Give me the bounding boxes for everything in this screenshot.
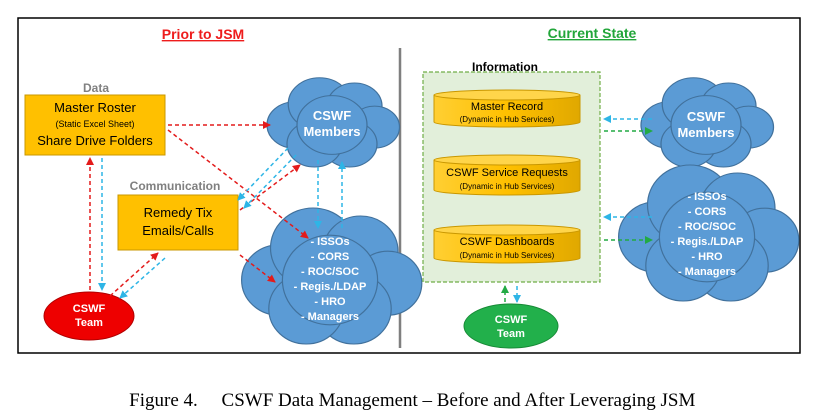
share-drive-label: Share Drive Folders xyxy=(37,133,153,148)
information-label: Information xyxy=(472,60,538,74)
members-cloud-left: CSWF Members xyxy=(266,77,401,168)
figure-caption-text: CSWF Data Management – Before and After … xyxy=(221,390,696,411)
groups-left-roc: - ROC/SOC xyxy=(301,266,359,278)
groups-left-managers: - Managers xyxy=(301,311,359,323)
groups-right-regis: - Regis./LDAP xyxy=(671,236,744,248)
master-record-subtitle: (Dynamic in Hub Services) xyxy=(460,115,555,124)
groups-right-hro: - HRO xyxy=(691,251,723,263)
master-roster-title: Master Roster xyxy=(54,100,136,115)
dashboards-subtitle: (Dynamic in Hub Services) xyxy=(460,251,555,260)
figure-number: Figure 4. xyxy=(129,390,198,411)
arrow-members-to-remedy-a xyxy=(237,147,289,201)
team-right-line2: Team xyxy=(497,328,525,340)
master-roster-subtitle: (Static Excel Sheet) xyxy=(55,119,134,129)
team-right-line1: CSWF xyxy=(495,314,528,326)
arrow-roster-to-groups xyxy=(167,129,309,239)
figure-caption: Figure 4. CSWF Data Management – Before … xyxy=(0,368,815,412)
groups-right-cors: - CORS xyxy=(688,206,727,218)
groups-right-roc: - ROC/SOC xyxy=(678,221,736,233)
dashboards-cylinder: CSWF Dashboards (Dynamic in Hub Services… xyxy=(433,224,581,264)
arrow-team-to-remedy xyxy=(109,252,159,297)
groups-left-hro: - HRO xyxy=(314,296,346,308)
team-left-line2: Team xyxy=(75,317,103,329)
groups-left-regis: - Regis./LDAP xyxy=(294,281,367,293)
members-cloud-right-line2: Members xyxy=(677,125,734,140)
remedy-box: Remedy Tix Emails/Calls xyxy=(117,194,239,251)
groups-right-managers: - Managers xyxy=(678,266,736,278)
master-roster-box: Master Roster (Static Excel Sheet) Share… xyxy=(24,94,166,156)
prior-title: Prior to JSM xyxy=(162,26,244,42)
team-left: CSWF Team xyxy=(43,291,135,341)
service-requests-title: CSWF Service Requests xyxy=(446,167,568,179)
remedy-subtitle: Emails/Calls xyxy=(142,223,214,238)
arrow-remedy-to-groups xyxy=(239,254,276,283)
arrow-members-to-remedy-b xyxy=(243,154,297,209)
current-title: Current State xyxy=(548,25,637,41)
data-label: Data xyxy=(83,81,109,95)
groups-cloud-left: - ISSOs - CORS - ROC/SOC - Regis./LDAP -… xyxy=(240,207,423,345)
arrow-remedy-to-members xyxy=(239,164,301,211)
members-cloud-right: CSWF Members xyxy=(640,77,775,168)
arrow-remedy-to-team xyxy=(119,257,166,299)
team-right: CSWF Team xyxy=(463,303,559,349)
team-left-line1: CSWF xyxy=(73,303,106,315)
service-requests-subtitle: (Dynamic in Hub Services) xyxy=(460,182,555,191)
service-requests-cylinder: CSWF Service Requests (Dynamic in Hub Se… xyxy=(433,154,581,196)
remedy-title: Remedy Tix xyxy=(144,205,213,220)
communication-label: Communication xyxy=(130,179,221,193)
members-cloud-right-line1: CSWF xyxy=(687,109,725,124)
members-cloud-left-line2: Members xyxy=(303,124,360,139)
dashboards-title: CSWF Dashboards xyxy=(460,236,555,248)
diagram-canvas: Prior to JSM Data Master Roster (Static … xyxy=(17,17,801,354)
master-record-cylinder: Master Record (Dynamic in Hub Services) xyxy=(433,89,581,128)
groups-left-cors: - CORS xyxy=(311,251,350,263)
groups-cloud-right: - ISSOs - CORS - ROC/SOC - Regis./LDAP -… xyxy=(617,164,800,302)
members-cloud-left-line1: CSWF xyxy=(313,108,351,123)
groups-left-issos: - ISSOs xyxy=(310,236,349,248)
master-record-title: Master Record xyxy=(471,101,543,113)
groups-right-issos: - ISSOs xyxy=(687,191,726,203)
